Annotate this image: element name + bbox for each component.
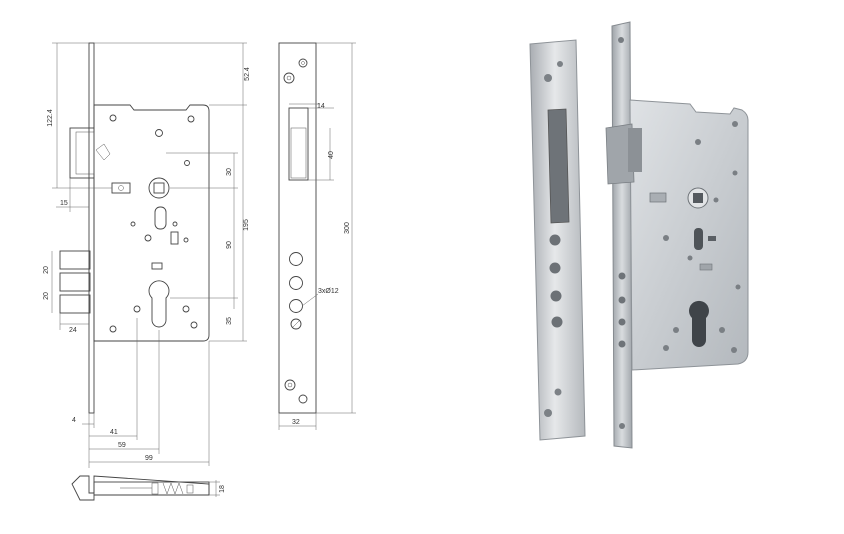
faceplate-outline (278, 42, 317, 414)
plate-latch-slot (547, 108, 570, 224)
dim-41: 41 (110, 429, 118, 436)
latch-bolt (69, 127, 95, 179)
dim-4: 4 (72, 417, 76, 424)
dim-3x12: 3xØ12 (318, 288, 339, 295)
dim-15: 15 (60, 200, 68, 207)
dim-99: 99 (145, 455, 153, 462)
lock-body-photo (605, 21, 749, 449)
dim-300: 300 (344, 222, 351, 234)
dim-14: 14 (317, 103, 325, 110)
faceplate-drawing: 14 40 300 3xØ12 32 (278, 42, 356, 430)
latch-opening (288, 107, 309, 181)
cylinder-cutout (148, 280, 170, 328)
dim-195: 195 (243, 219, 250, 231)
deadbolt-2 (59, 272, 91, 292)
dim-30: 30 (226, 168, 233, 176)
deadbolt-1 (59, 250, 91, 270)
dim-52-4: 52.4 (244, 67, 251, 81)
dim-20-a: 20 (43, 266, 50, 274)
photo-keyhole (694, 228, 703, 250)
deadbolt-3 (59, 294, 91, 314)
dim-122-4: 122.4 (47, 109, 54, 127)
photo-case (629, 99, 749, 371)
dim-24: 24 (69, 327, 77, 334)
follower-hub (148, 177, 170, 199)
faceplate-photo (529, 39, 586, 441)
dim-20-b: 20 (43, 292, 50, 300)
photo-cylinder-cutout (689, 300, 710, 347)
lock-body-drawing: 122.4 52.4 30 195 90 35 15 20 20 24 4 41… (43, 42, 251, 468)
dim-40: 40 (328, 151, 335, 159)
lock-case-outline (93, 104, 210, 342)
photo-latch (605, 123, 635, 185)
dim-32: 32 (292, 419, 300, 426)
dim-18: 18 (219, 485, 226, 493)
keyhole-slot (154, 206, 167, 230)
section-view-drawing: 18 (71, 475, 226, 501)
dim-90: 90 (226, 241, 233, 249)
faceplate-edge (88, 42, 95, 414)
dim-59: 59 (118, 442, 126, 449)
dim-35: 35 (226, 317, 233, 325)
